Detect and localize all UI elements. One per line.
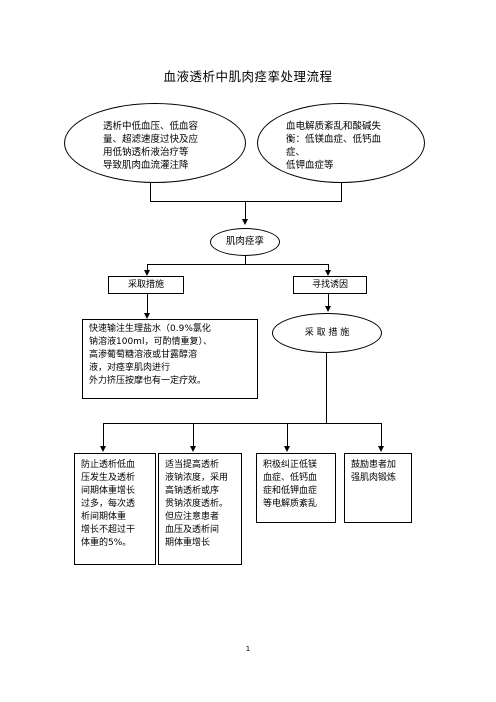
arrow-down-icon [325, 306, 331, 312]
page-number: 1 [245, 645, 251, 653]
measure-line: 间期体重增长 [81, 486, 136, 496]
measure-line: 高钠透析或序 [165, 486, 220, 496]
arrow-down-icon [242, 219, 248, 225]
measure-line: 血症、低钙血 [263, 473, 318, 483]
immediate-action-line: 钠溶液100ml，可酌情重复）、 [89, 337, 212, 347]
arrow-down-icon [144, 270, 150, 276]
branch-left-label: 采取措施 [127, 280, 164, 290]
immediate-action-line: 液，对痉挛肌肉进行 [89, 363, 171, 373]
measure-line: 增长不超过干 [81, 525, 136, 535]
measure-box-3: 积极纠正低镁 血症、低钙血 症和低钾血症 等电解质紊乱 [256, 453, 336, 523]
measure-line: 期体重增长 [165, 538, 211, 548]
arrow-down-icon [284, 446, 290, 452]
measure-line: 鼓励患者加 [351, 460, 397, 470]
connector [103, 423, 381, 424]
measures-node-label: 采 取 措 施 [304, 328, 350, 338]
page-title: 血液透析中肌肉痉挛处理流程 [163, 69, 333, 84]
cause-left-line: 导致肌肉血流灌注降 [103, 160, 189, 171]
measure-line: 防止透析低血 [81, 460, 136, 470]
measures-node-ellipse: 采 取 措 施 [272, 313, 382, 353]
measure-line: 症和低钾血症 [263, 486, 318, 496]
connector [193, 423, 194, 447]
measure-line: 过多，每次透 [81, 499, 136, 509]
measure-line: 体重的5%。 [81, 538, 132, 548]
connector [341, 183, 342, 201]
arrow-down-icon [100, 446, 106, 452]
measure-line: 血压及透析间 [165, 525, 220, 535]
arrow-down-icon [325, 270, 331, 276]
measure-line: 强肌肉锻炼 [351, 473, 397, 483]
cause-left-line: 透析中低血压、低血容 [103, 121, 199, 132]
immediate-action-line: 高渗葡萄糖溶液或甘露醇溶 [89, 350, 198, 360]
center-node-ellipse: 肌肉痉挛 [210, 228, 280, 256]
measure-line: 等电解质紊乱 [263, 499, 318, 509]
immediate-action-line: 快速输注生理盐水（0.9%氯化 [89, 324, 211, 334]
arrow-down-icon [190, 446, 196, 452]
measure-line: 析间期体重 [81, 512, 127, 522]
connector [328, 294, 329, 308]
connector [328, 264, 329, 272]
measure-line: 贯钠浓度透析。 [165, 499, 229, 509]
measure-line: 适当提高透析 [165, 460, 220, 470]
cause-right-line: 衡：低镁血症、低钙血 [286, 134, 382, 145]
connector [150, 183, 151, 201]
measure-line: 但应注意患者 [165, 512, 220, 522]
cause-left-line: 用低钠透析液治疗等 [103, 147, 189, 158]
cause-left-ellipse: 透析中低血压、低血容 量、超滤速度过快及应 用低钠透析液治疗等 导致肌肉血流灌注… [64, 103, 246, 183]
connector [103, 423, 104, 447]
connector [381, 423, 382, 447]
measure-line: 压发生及透析 [81, 473, 136, 483]
immediate-action-box: 快速输注生理盐水（0.9%氯化 钠溶液100ml，可酌情重复）、 高渗葡萄糖溶液… [82, 319, 258, 399]
cause-right-line: 症、 [286, 147, 306, 158]
measure-line: 液钠浓度，采用 [165, 473, 229, 483]
cause-right-ellipse: 血电解质紊乱和酸碱失 衡：低镁血症、低钙血 症、 低钾血症等 [257, 103, 425, 183]
measure-box-4: 鼓励患者加 强肌肉锻炼 [344, 453, 412, 523]
branch-left-box: 采取措施 [108, 276, 184, 294]
cause-right-line: 血电解质紊乱和酸碱失 [286, 121, 382, 132]
immediate-action-line: 外力挤压按摩也有一定疗效。 [89, 376, 207, 386]
branch-right-label: 寻找诱因 [311, 280, 348, 290]
connector [326, 353, 327, 423]
connector [147, 294, 148, 314]
connector [245, 256, 246, 264]
connector [150, 201, 342, 202]
measure-box-1: 防止透析低血 压发生及透析 间期体重增长 过多，每次透 析间期体重 增长不超过干… [74, 453, 156, 565]
measure-line: 积极纠正低镁 [263, 460, 318, 470]
connector [287, 423, 288, 447]
arrow-down-icon [144, 313, 150, 319]
measure-box-2: 适当提高透析 液钠浓度，采用 高钠透析或序 贯钠浓度透析。 但应注意患者 血压及… [158, 453, 242, 565]
connector [147, 264, 329, 265]
branch-right-box: 寻找诱因 [293, 276, 367, 294]
cause-right-line: 低钾血症等 [286, 160, 334, 171]
connector [147, 264, 148, 272]
connector [245, 201, 246, 221]
arrow-down-icon [378, 446, 384, 452]
cause-left-line: 量、超滤速度过快及应 [103, 134, 199, 145]
center-node-label: 肌肉痉挛 [225, 236, 264, 247]
